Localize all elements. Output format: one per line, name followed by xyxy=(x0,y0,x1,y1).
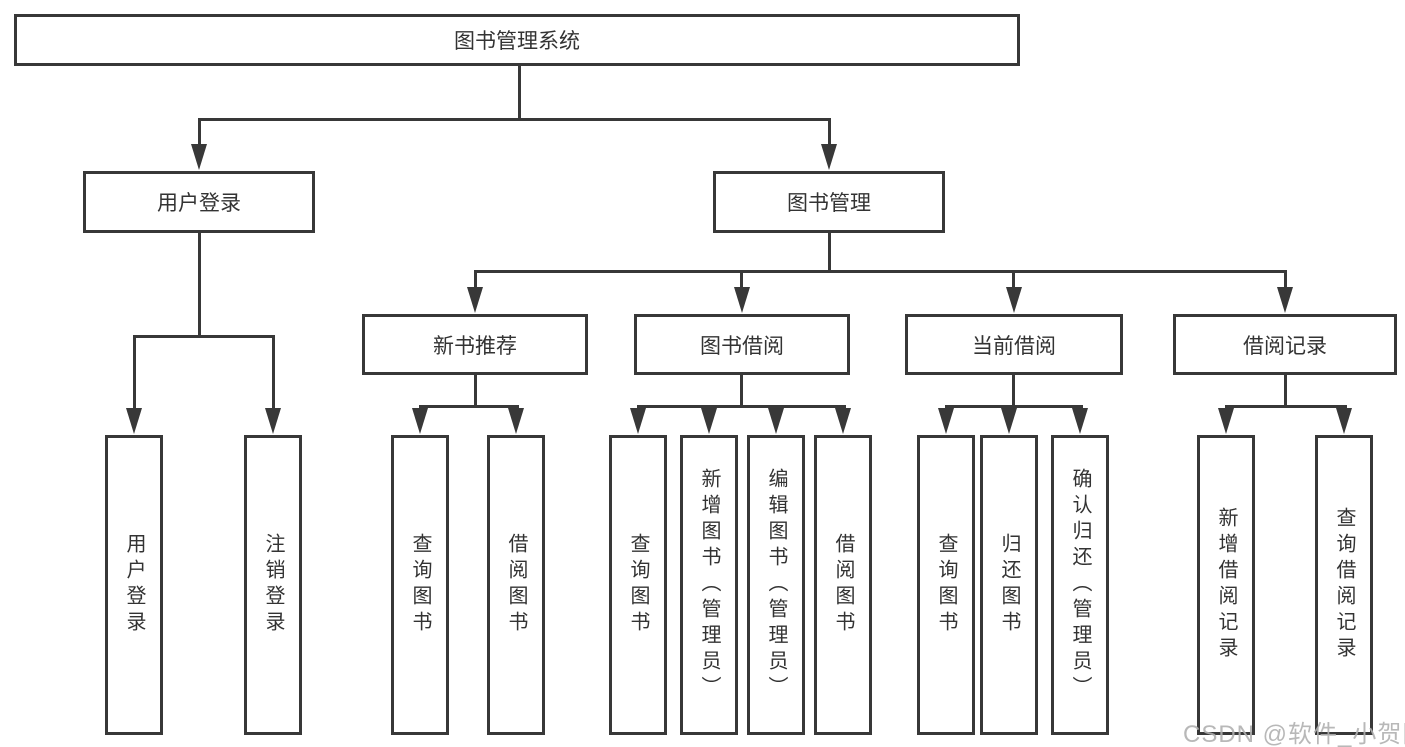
arrow-down-icon xyxy=(821,144,837,170)
connector-line xyxy=(133,335,275,338)
node-borrowing-records: 借阅记录 xyxy=(1173,314,1397,375)
leaf-edit-books-admin: 编辑图书（管理员） xyxy=(747,435,805,735)
arrow-down-icon xyxy=(1006,287,1022,313)
connector-line xyxy=(474,375,477,405)
leaf-add-books-admin: 新增图书（管理员） xyxy=(680,435,738,735)
leaf-query-borrow-record: 查询借阅记录 xyxy=(1315,435,1373,735)
node-library-management-system: 图书管理系统 xyxy=(14,14,1020,66)
arrow-down-icon xyxy=(508,408,524,434)
node-user-login: 用户登录 xyxy=(83,171,315,233)
leaf-return-books: 归还图书 xyxy=(980,435,1038,735)
arrow-down-icon xyxy=(1001,408,1017,434)
arrow-down-icon xyxy=(1218,408,1234,434)
connector-line xyxy=(474,270,477,287)
arrow-down-icon xyxy=(938,408,954,434)
arrow-down-icon xyxy=(734,287,750,313)
leaf-confirm-return-admin: 确认归还（管理员） xyxy=(1051,435,1109,735)
leaf-add-borrow-record: 新增借阅记录 xyxy=(1197,435,1255,735)
connector-line xyxy=(637,405,846,408)
connector-line xyxy=(198,233,201,335)
leaf-borrow-books: 借阅图书 xyxy=(814,435,872,735)
arrow-down-icon xyxy=(835,408,851,434)
connector-line xyxy=(133,335,136,408)
connector-line xyxy=(518,66,521,118)
arrow-down-icon xyxy=(701,408,717,434)
leaf-query-books-newrec: 查询图书 xyxy=(391,435,449,735)
node-book-borrowing: 图书借阅 xyxy=(634,314,850,375)
arrow-down-icon xyxy=(412,408,428,434)
connector-line xyxy=(1225,405,1347,408)
csdn-watermark: CSDN @软件_小贺同学 xyxy=(1183,721,1405,747)
connector-line xyxy=(198,118,831,121)
node-current-borrowing: 当前借阅 xyxy=(905,314,1123,375)
leaf-borrow-books-newrec: 借阅图书 xyxy=(487,435,545,735)
connector-line xyxy=(1012,375,1015,405)
connector-line xyxy=(828,118,831,145)
leaf-query-books-current: 查询图书 xyxy=(917,435,975,735)
arrow-down-icon xyxy=(1072,408,1088,434)
connector-line xyxy=(1012,270,1015,287)
connector-line xyxy=(828,233,831,270)
connector-line xyxy=(1284,270,1287,287)
arrow-down-icon xyxy=(265,408,281,434)
connector-line xyxy=(272,335,275,408)
arrow-down-icon xyxy=(126,408,142,434)
connector-line xyxy=(1284,375,1287,405)
node-new-book-recommend: 新书推荐 xyxy=(362,314,588,375)
arrow-down-icon xyxy=(1336,408,1352,434)
node-book-management: 图书管理 xyxy=(713,171,945,233)
leaf-user-login: 用户登录 xyxy=(105,435,163,735)
leaf-logout: 注销登录 xyxy=(244,435,302,735)
arrow-down-icon xyxy=(191,144,207,170)
connector-line xyxy=(740,270,743,287)
connector-line xyxy=(198,118,201,145)
leaf-query-books-borrow: 查询图书 xyxy=(609,435,667,735)
connector-line xyxy=(474,270,1287,273)
arrow-down-icon xyxy=(1277,287,1293,313)
arrow-down-icon xyxy=(467,287,483,313)
connector-line xyxy=(945,405,1083,408)
arrow-down-icon xyxy=(630,408,646,434)
arrow-down-icon xyxy=(768,408,784,434)
connector-line xyxy=(740,375,743,405)
connector-line xyxy=(419,405,519,408)
